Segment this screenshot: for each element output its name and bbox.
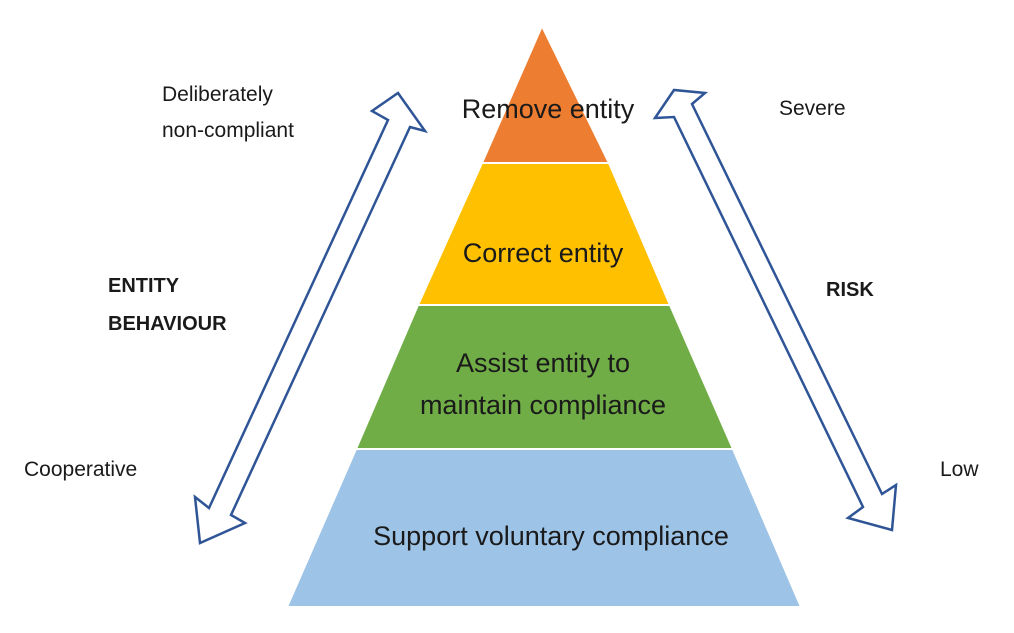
label-deliberately-line1: Deliberately bbox=[162, 83, 273, 106]
label-entity-behaviour-line1: ENTITY bbox=[108, 275, 180, 297]
tier-support-voluntary-compliance bbox=[285, 448, 803, 608]
label-entity-behaviour-line2: BEHAVIOUR bbox=[108, 313, 227, 335]
label-cooperative: Cooperative bbox=[24, 458, 138, 481]
label-deliberately-line2: non-compliant bbox=[162, 119, 294, 142]
tier-label-support-voluntary-compliance: Support voluntary compliance bbox=[373, 521, 729, 551]
pyramid bbox=[285, 23, 803, 608]
label-risk: RISK bbox=[826, 279, 874, 301]
risk-double-arrow bbox=[652, 88, 898, 532]
entity-behaviour-double-arrow bbox=[193, 91, 429, 545]
tier-correct-entity bbox=[416, 162, 672, 306]
tier-label-assist-line2: maintain compliance bbox=[420, 390, 666, 420]
label-severe: Severe bbox=[779, 97, 846, 120]
tier-label-correct-entity: Correct entity bbox=[463, 238, 624, 268]
tier-label-assist-line1: Assist entity to bbox=[456, 348, 630, 378]
tier-label-remove-entity: Remove entity bbox=[462, 94, 635, 124]
label-low: Low bbox=[940, 458, 979, 481]
